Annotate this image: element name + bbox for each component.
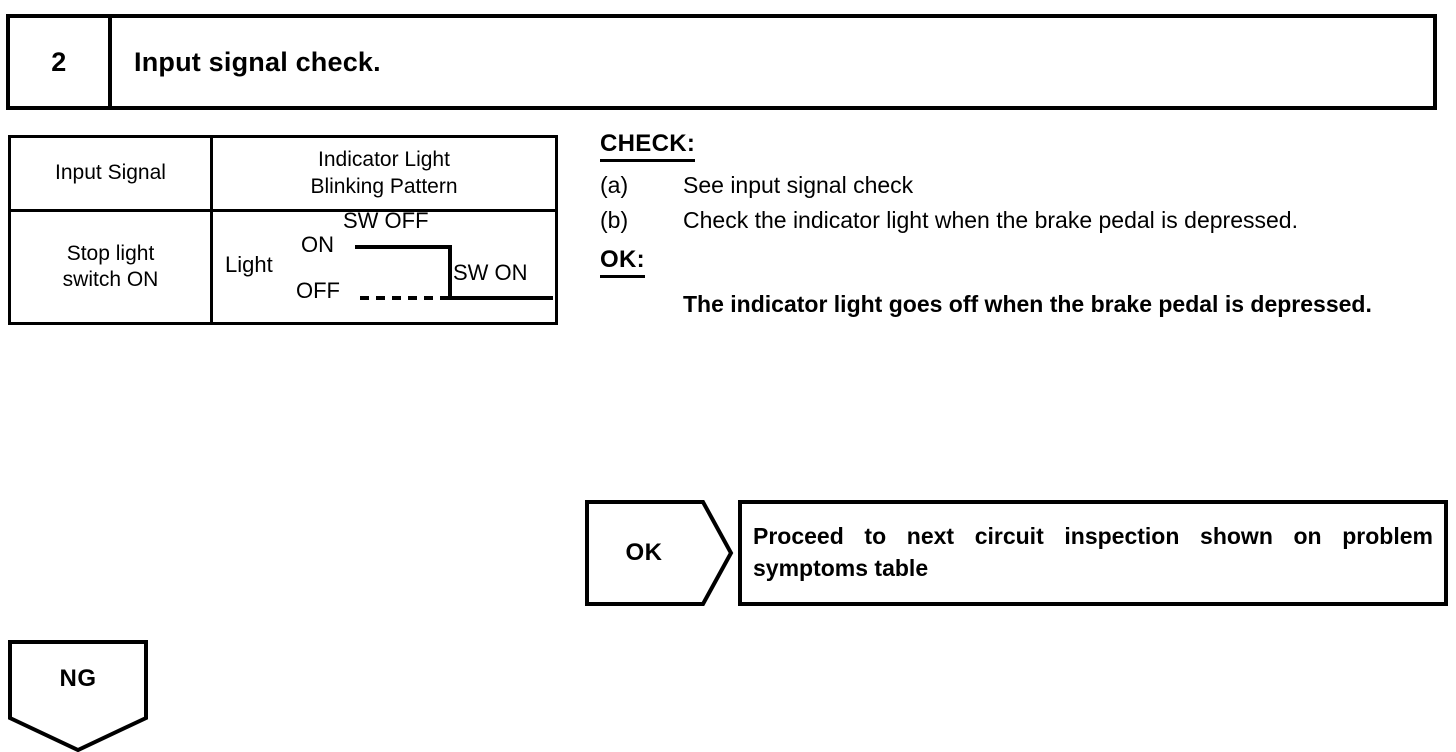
step-title: Input signal check. xyxy=(134,46,381,77)
table-cell-waveform: Light ON OFF SW OFF SW ON xyxy=(213,208,555,322)
ok-heading-wrap: OK: xyxy=(600,246,1448,279)
check-item-a: (a) See input signal check xyxy=(600,169,1448,202)
check-item-b-marker: (b) xyxy=(600,206,629,233)
waveform-high-level-label: ON xyxy=(301,232,334,257)
table-row: Stop light switch ON Light ON OFF SW OFF… xyxy=(11,208,555,322)
check-section: CHECK: (a) See input signal check (b) Ch… xyxy=(600,130,1448,322)
waveform-annotation-sw-off: SW OFF xyxy=(343,208,429,233)
ok-heading: OK: xyxy=(600,246,645,279)
waveform-low-level-label: OFF xyxy=(296,278,340,303)
ok-branch-arrow: OK xyxy=(585,500,734,606)
ok-result-box: Proceed to next circuit inspection shown… xyxy=(738,500,1448,606)
step-header-box: 2 Input signal check. xyxy=(6,14,1437,110)
ok-result-text: Proceed to next circuit inspection shown… xyxy=(753,523,1433,581)
table-header-input-signal: Input Signal xyxy=(11,138,213,209)
blinking-pattern-waveform: Light ON OFF SW OFF SW ON xyxy=(213,208,555,322)
table-cell-input-signal: Stop light switch ON xyxy=(11,212,213,322)
waveform-low-segment xyxy=(448,296,553,300)
step-number-cell: 2 xyxy=(10,18,112,106)
table-header-blinking-pattern: Indicator Light Blinking Pattern xyxy=(213,138,555,209)
check-item-a-marker: (a) xyxy=(600,172,629,198)
check-heading-wrap: CHECK: xyxy=(600,130,1448,162)
check-heading: CHECK: xyxy=(600,130,696,162)
step-number: 2 xyxy=(51,46,67,77)
waveform-annotation-sw-on: SW ON xyxy=(453,260,528,285)
table-header-row: Input Signal Indicator Light Blinking Pa… xyxy=(11,138,555,212)
check-item-b-text: Check the indicator light when the brake… xyxy=(683,206,1298,233)
ok-branch-label: OK xyxy=(625,539,663,566)
check-item-list: (a) See input signal check (b) Check the… xyxy=(600,169,1448,236)
waveform-low-baseline-dashed xyxy=(360,296,450,300)
step-title-cell: Input signal check. xyxy=(112,18,1433,106)
check-item-b: (b) Check the indicator light when the b… xyxy=(600,204,1448,237)
check-item-a-text: See input signal check xyxy=(683,172,914,198)
waveform-falling-edge xyxy=(448,245,452,300)
ok-statement: The indicator light goes off when the br… xyxy=(683,291,1372,318)
waveform-high-segment xyxy=(355,245,451,249)
ng-arrow-shape xyxy=(8,640,148,752)
table-header-blinking-pattern-label: Indicator Light Blinking Pattern xyxy=(310,148,458,198)
table-header-input-signal-label: Input Signal xyxy=(55,161,166,185)
table-cell-input-signal-label: Stop light switch ON xyxy=(62,241,159,291)
signal-table: Input Signal Indicator Light Blinking Pa… xyxy=(8,135,558,325)
ok-arrow-shape xyxy=(585,500,734,606)
waveform-series-label: Light xyxy=(225,252,273,277)
ng-branch-label: NG xyxy=(59,665,97,692)
ng-branch-arrow: NG xyxy=(8,640,148,752)
